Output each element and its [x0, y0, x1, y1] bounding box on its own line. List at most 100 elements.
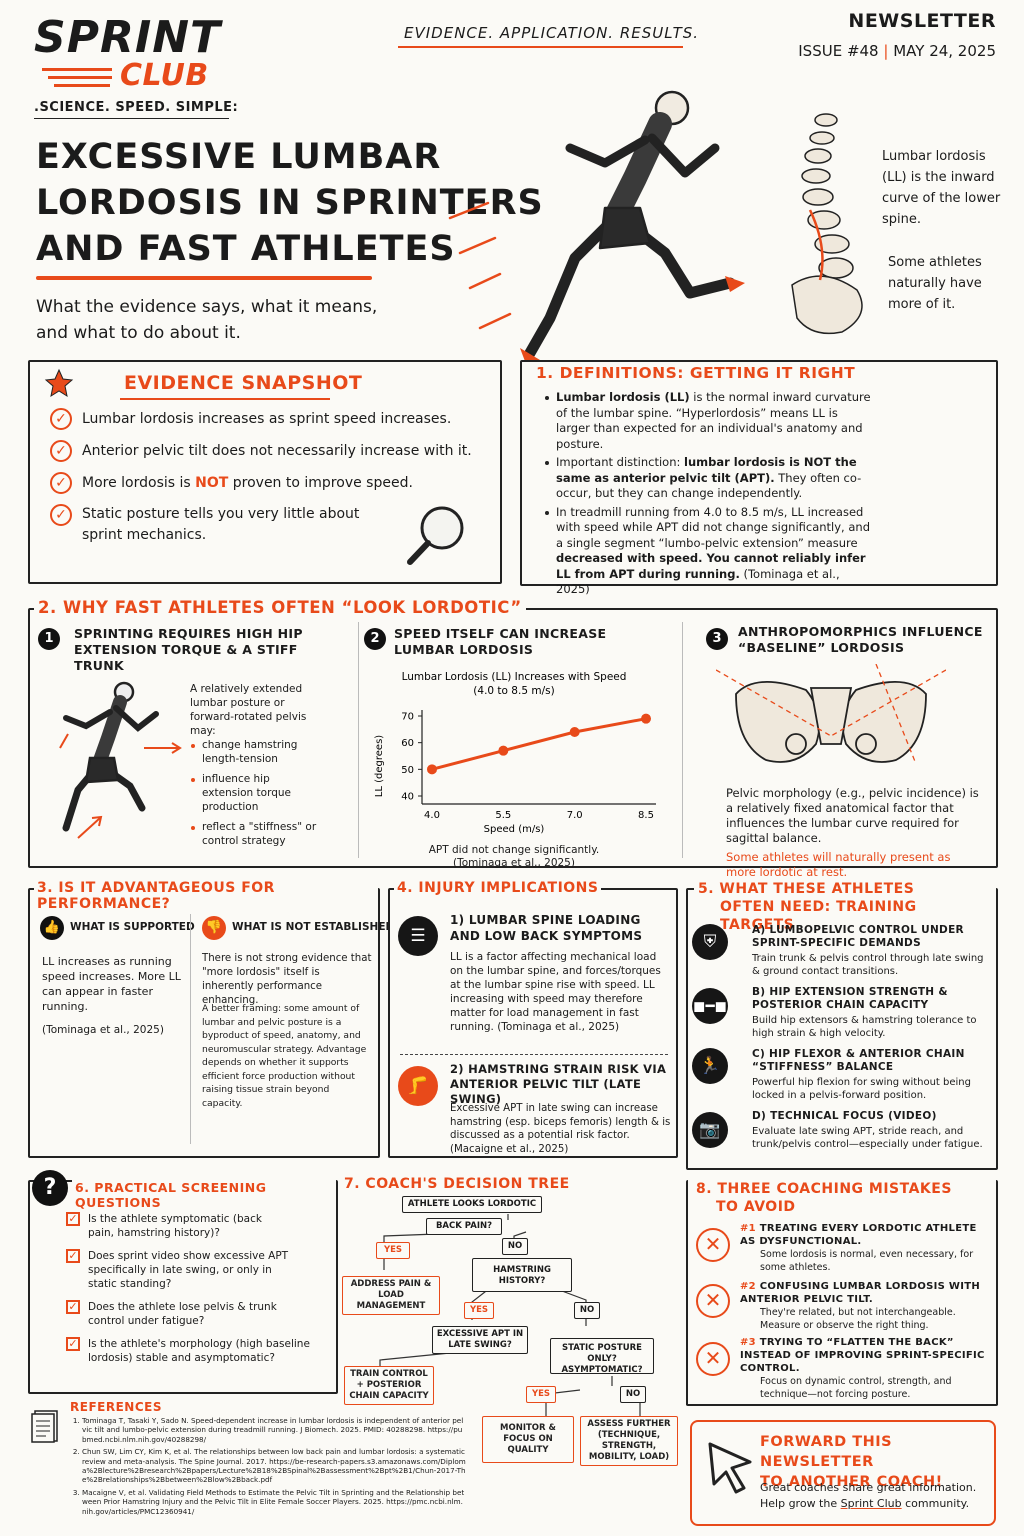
chart-title-line: Lumbar Lordosis (LL) Increases with Spee… [402, 671, 627, 683]
x-tick-label: 7.0 [567, 810, 583, 821]
checkbox-icon: ✓ [66, 1300, 80, 1314]
target-b: B) HIP EXTENSION STRENGTH & POSTERIOR CH… [752, 986, 977, 1039]
speed-lines [48, 76, 112, 79]
newsletter-label: NEWSLETTER [848, 10, 996, 32]
screening-item: ✓Is the athlete symptomatic (back pain, … [66, 1212, 336, 1240]
number-badge: 2 [364, 628, 386, 650]
screening-item: ✓Does sprint video show excessive APT sp… [66, 1249, 336, 1291]
thumbs-up-icon: 👍 [40, 916, 64, 940]
section-4-title: 4. INJURY IMPLICATIONS [394, 880, 602, 896]
pelvis-illustration [716, 664, 946, 765]
checkbox-icon: ✓ [66, 1212, 80, 1226]
col-1-bullets: change hamstring length-tension influenc… [190, 738, 320, 851]
series-line [431, 717, 647, 771]
thumbs-down-icon: 👎 [202, 916, 226, 940]
y-tick-label: 40 [401, 792, 414, 803]
tagline-underline [34, 118, 229, 119]
number-badge: 1 [38, 628, 60, 650]
hero-title-underline [36, 276, 372, 280]
document-icon [31, 1410, 58, 1443]
snapshot-item: ✓Static posture tells you very little ab… [50, 504, 490, 546]
issue-date: MAY 24, 2025 [893, 42, 996, 60]
x-tick-label: 5.5 [495, 810, 511, 821]
section-8-box: 8. THREE COACHING MISTAKES TO AVOID ✕ #1… [686, 1180, 998, 1406]
col-2-title: SPEED ITSELF CAN INCREASE LUMBAR LORDOSI… [394, 626, 607, 657]
lordosis-speed-chart: Lumbar Lordosis (LL) Increases with Spee… [374, 671, 656, 835]
brand-logo: SPRINT CLUB [34, 12, 234, 93]
references-title: REFERENCES [70, 1400, 162, 1414]
header-motto: EVIDENCE. APPLICATION. RESULTS. [404, 24, 700, 42]
mistake-2: #2 CONFUSING LUMBAR LORDOSIS WITH ANTERI… [740, 1281, 981, 1331]
tree-q-hamstring: HAMSTRING HISTORY? [472, 1258, 572, 1292]
x-circle-icon: ✕ [696, 1228, 730, 1262]
forward-cta-box[interactable]: FORWARD THIS NEWSLETTER TO ANOTHER COACH… [690, 1420, 996, 1526]
speed-lines [42, 68, 112, 71]
hero-title-line: EXCESSIVE LUMBAR [36, 137, 442, 177]
tree-assess-further: ASSESS FURTHER (TECHNIQUE, STRENGTH, MOB… [580, 1416, 678, 1466]
dashed-divider [400, 1054, 668, 1055]
x-tick-label: 8.5 [638, 810, 654, 821]
section-6-title: 6. PRACTICAL SCREENING QUESTIONS [72, 1180, 336, 1210]
cta-body: Great coaches share great information. H… [760, 1481, 977, 1510]
section-2-col-1: 1 SPRINTING REQUIRES HIGH HIP EXTENSION … [38, 626, 348, 862]
col-1-intro: A relatively extended lumbar posture or … [190, 683, 307, 737]
target-a: A) LUMBOPELVIC CONTROL UNDER SPRINT-SPEC… [752, 924, 984, 977]
section-5-title: 5. WHAT THESE ATHLETES OFTEN NEED: TRAIN… [694, 880, 996, 934]
issue-number: ISSUE #48 [798, 42, 879, 60]
dumbbell-icon: ◼━◼ [692, 988, 728, 1024]
x-circle-icon: ✕ [696, 1284, 730, 1318]
check-icon: ✓ [50, 408, 72, 430]
not-established-body-1: There is not strong evidence that "more … [202, 953, 372, 1006]
tree-no-label: NO [502, 1238, 528, 1255]
definition-bullet: Important distinction: lumbar lordosis i… [544, 455, 874, 502]
column-divider [682, 622, 683, 858]
tree-yes-label: YES [376, 1242, 410, 1259]
definitions-title: 1. DEFINITIONS: GETTING IT RIGHT [536, 364, 856, 382]
col-3-title: ANTHROPOMORPHICS INFLUENCE “BASELINE” LO… [738, 624, 983, 655]
references-block: REFERENCES Tominaga T, Tasaki Y, Sado N.… [28, 1400, 468, 1530]
sprinter-illustration [448, 90, 745, 364]
snapshot-item: ✓Lumbar lordosis increases as sprint spe… [50, 408, 490, 430]
section-7-title: 7. COACH'S DECISION TREE [344, 1176, 570, 1192]
sprinter-small-illustration [59, 681, 182, 839]
section-2-col-2: 2 SPEED ITSELF CAN INCREASE LUMBAR LORDO… [364, 626, 674, 869]
col-3-highlight: Some athletes will naturally present as … [726, 850, 951, 879]
definitions-box: 1. DEFINITIONS: GETTING IT RIGHT Lumbar … [520, 360, 998, 596]
hero-subtitle-line: and what to do about it. [36, 323, 241, 343]
magnifier-icon [407, 506, 464, 565]
col-1-bullet: change hamstring length-tension [190, 738, 320, 766]
evidence-snapshot-box: EVIDENCE SNAPSHOT ✓Lumbar lordosis incre… [28, 360, 502, 584]
data-point [569, 727, 580, 737]
tree-no-label: NO [620, 1386, 646, 1403]
question-icon: ? [32, 1170, 68, 1206]
snapshot-list: ✓Lumbar lordosis increases as sprint spe… [50, 408, 490, 546]
tree-q-apt: EXCESSIVE APT IN LATE SWING? [432, 1326, 528, 1354]
references-list: Tominaga T, Tasaki Y, Sado N. Speed-depe… [70, 1416, 466, 1516]
injury-a-body: LL is a factor affecting mechanical load… [450, 951, 661, 1033]
chart-xlabel: Speed (m/s) [484, 824, 545, 835]
tree-yes-label: YES [464, 1302, 494, 1319]
column-divider [358, 622, 359, 858]
snapshot-item: ✓More lordosis is NOT proven to improve … [50, 472, 490, 494]
leg-icon: 🦵 [398, 1066, 438, 1106]
section-6-box: ? 6. PRACTICAL SCREENING QUESTIONS ✓Is t… [28, 1170, 338, 1394]
chart-ylabel: LL (degrees) [374, 735, 385, 797]
reference-item: Chun SW, Lim CY, Kim K, et al. The relat… [82, 1447, 466, 1485]
snapshot-title: EVIDENCE SNAPSHOT [124, 372, 363, 394]
hero-subtitle-line: What the evidence says, what it means, [36, 297, 378, 317]
x-tick-label: 4.0 [424, 810, 440, 821]
spine-icon: ☰ [398, 916, 438, 956]
hero-title: EXCESSIVE LUMBAR LORDOSIS IN SPRINTERS A… [36, 134, 544, 272]
issue-divider: | [883, 42, 894, 60]
shield-icon: ⛨ [692, 924, 728, 960]
runner-icon: 🏃 [692, 1048, 728, 1084]
spine-note-2: Some athletes naturally have more of it. [888, 255, 982, 312]
number-badge: 3 [706, 628, 728, 650]
section-5-box: 5. WHAT THESE ATHLETES OFTEN NEED: TRAIN… [686, 880, 998, 1170]
not-established-title: WHAT IS NOT ESTABLISHED [232, 921, 395, 933]
camera-icon: 📷 [692, 1112, 728, 1148]
spine-illustration [791, 113, 863, 335]
col-1-bullet: influence hip extension torque productio… [190, 772, 320, 814]
section-8-title: 8. THREE COACHING MISTAKES TO AVOID [696, 1181, 952, 1215]
x-circle-icon: ✕ [696, 1342, 730, 1376]
